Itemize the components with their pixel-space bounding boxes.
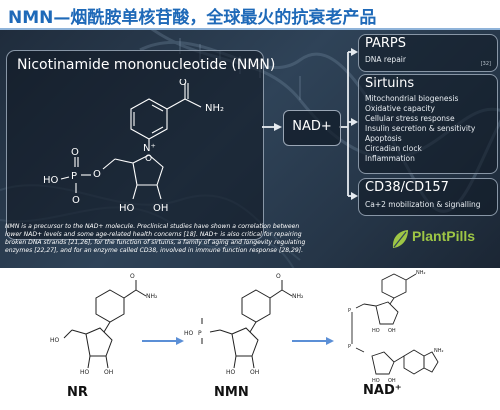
sirtuins-box: Sirtuins Mitochondrial biogenesis Oxidat… — [358, 74, 498, 174]
nmn-small-atom-nh2: NH₂ — [292, 293, 304, 300]
nr-atom-nh2: NH₂ — [146, 293, 158, 300]
label-nmn: NMN — [214, 385, 249, 400]
caption-line: broken DNA strands [21,26], for the func… — [5, 239, 306, 246]
atom-ho: HO — [43, 175, 59, 186]
header-divider — [0, 28, 500, 30]
nmn-small-atom-o: O — [276, 273, 281, 280]
cd38-title: CD38/CD157 — [365, 180, 449, 195]
sirtuins-title: Sirtuins — [365, 76, 415, 91]
nr-structure — [63, 280, 147, 369]
arrow-nmn-to-nad-icon — [292, 337, 334, 345]
atom-oh-sugar: OH — [153, 203, 168, 214]
nad-atom-oh-2: OH — [388, 378, 396, 384]
parps-ref: [32] — [480, 61, 491, 67]
header: NMN—烟酰胺单核苷酸，全球最火的抗衰老产品 — [0, 0, 500, 30]
nad-atom-p1: P — [348, 308, 351, 314]
nmn-structure-box: Nicotinamide mononucleotide (NMN) — [6, 50, 275, 240]
atom-nh2: NH₂ — [205, 103, 224, 114]
nmn-small-atom-ho: HO — [184, 330, 194, 337]
sirtuins-item: Oxidative capacity — [365, 104, 435, 113]
sirtuins-item: Circadian clock — [365, 144, 422, 153]
atom-ho-sugar: HO — [119, 203, 135, 214]
nad-label: NAD+ — [292, 119, 332, 134]
nad-atom-p2: P — [348, 344, 351, 350]
sirtuins-item: Inflammation — [365, 154, 415, 163]
nmn-structure-small — [201, 280, 293, 369]
caption-line: lower NAD+ levels and some age-related h… — [5, 231, 302, 238]
label-nad: NAD⁺ — [363, 383, 402, 398]
nr-atom-oh: OH — [104, 369, 113, 376]
nad-atom-nh2-2: NH₂ — [434, 348, 444, 354]
caption-line: NMN is a precursor to the NAD+ molecule.… — [5, 223, 300, 230]
atom-o-amide: O — [179, 79, 187, 88]
nmn-small-atom-ho-2: HO — [226, 369, 236, 376]
pathway-structures: O NH₂ HO HO OH O NH₂ P — [50, 270, 444, 384]
nad-atom-nh2: NH₂ — [416, 270, 426, 276]
label-nr: NR — [67, 385, 88, 400]
atom-o-ring: O — [145, 154, 152, 164]
brand-name: PlantPills — [412, 228, 476, 244]
parps-title: PARPS — [365, 36, 407, 51]
nad-atom-ho-2: HO — [372, 378, 380, 384]
parps-item: DNA repair — [365, 55, 406, 64]
nad-structure — [351, 273, 439, 375]
sirtuins-item: Insulin secretion & sensitivity — [365, 124, 476, 133]
sirtuins-item: Mitochondrial biogenesis — [365, 94, 459, 103]
nmn-heading: Nicotinamide mononucleotide (NMN) — [17, 57, 276, 73]
atom-o-bridge: O — [93, 169, 101, 180]
nmn-small-atom-oh: OH — [250, 369, 259, 376]
caption-text: NMN is a precursor to the NAD+ molecule.… — [5, 223, 385, 255]
nad-atom-ho: HO — [372, 328, 380, 334]
atom-n-plus: N⁺ — [143, 143, 156, 154]
page-title: NMN—烟酰胺单核苷酸，全球最火的抗衰老产品 — [8, 8, 377, 28]
nmn-molecule-structure: NH₂ O N⁺ O O P O HO O HO OH — [43, 79, 224, 214]
nmn-small-atom-p: P — [198, 330, 202, 337]
parps-box: PARPS DNA repair [32] — [358, 34, 498, 72]
atom-o-top: O — [71, 147, 79, 158]
sirtuins-item: Cellular stress response — [365, 114, 455, 123]
nr-atom-ho: HO — [50, 337, 60, 344]
pathway-diagram: O NH₂ HO HO OH O NH₂ P — [0, 268, 500, 406]
cd38-item: Ca+2 mobilization & signalling — [365, 200, 481, 209]
arrow-nr-to-nmn-icon — [142, 337, 184, 345]
nr-atom-o: O — [130, 273, 135, 280]
atom-p: P — [71, 171, 77, 182]
nad-center-box: NAD+ — [283, 110, 341, 146]
nad-atom-oh: OH — [388, 328, 396, 334]
nr-atom-ho-2: HO — [80, 369, 90, 376]
caption-line: enzymes [22,27], and for an enzyme calle… — [5, 247, 304, 254]
atom-o-bottom: O — [72, 195, 80, 206]
infographic-panel: Nicotinamide mononucleotide (NMN) — [0, 30, 500, 268]
cd38-box: CD38/CD157 Ca+2 mobilization & signallin… — [358, 178, 498, 216]
sirtuins-item: Apoptosis — [365, 134, 402, 143]
leaf-logo-icon — [392, 230, 408, 248]
